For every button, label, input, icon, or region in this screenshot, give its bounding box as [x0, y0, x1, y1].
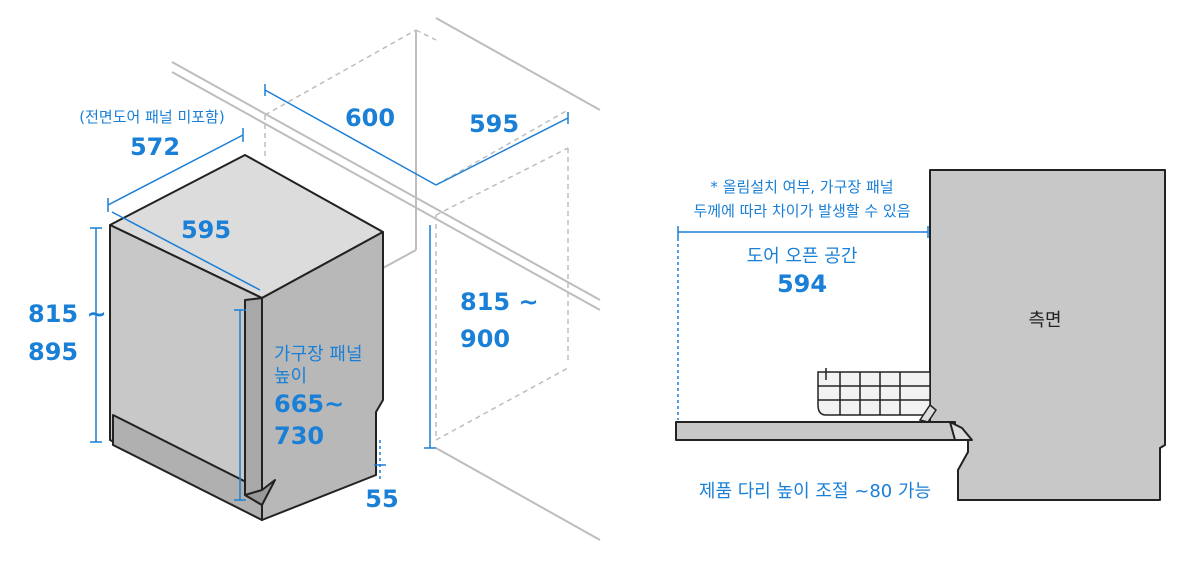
- door-hinge: [918, 403, 937, 423]
- install-note-line2: 두께에 따라 차이가 발생할 수 있음: [693, 202, 910, 220]
- door-open-space-value: 594: [777, 270, 827, 298]
- furniture-niche: [171, 17, 601, 541]
- right-dimension-lines: [677, 226, 929, 420]
- panel-height-value-line1: 665~: [274, 390, 344, 418]
- niche-dashed-outline: [264, 29, 569, 441]
- depth-572-label: 572: [130, 133, 180, 161]
- install-note-line1: * 올림설치 여부, 가구장 패널: [710, 178, 893, 196]
- niche-width-600-label: 600: [345, 104, 395, 132]
- niche-depth-595-label: 595: [469, 110, 519, 138]
- side-view-label: 측면: [1028, 310, 1061, 331]
- side-view-body: [929, 169, 1166, 501]
- left-dimension-lines: [90, 84, 569, 501]
- panel-height-caption-line2: 높이: [274, 366, 307, 387]
- side-view-door: [675, 421, 973, 441]
- leg-height-note: 제품 다리 높이 조절 ~80 가능: [699, 481, 931, 502]
- niche-height-label-line2: 900: [460, 325, 510, 353]
- panel-height-caption-line1: 가구장 패널: [274, 344, 363, 365]
- front-door-note: (전면도어 패널 미포함): [79, 108, 224, 126]
- top-width-595-label: 595: [181, 216, 231, 244]
- panel-height-value-line2: 730: [274, 422, 324, 450]
- dish-rack: [817, 368, 931, 416]
- height-label-line2: 895: [28, 338, 78, 366]
- door-open-space-label: 도어 오픈 공간: [747, 246, 858, 267]
- height-label-line1: 815 ~: [28, 300, 107, 328]
- dishwasher-3d: [109, 154, 384, 521]
- niche-height-label-line1: 815 ~: [460, 288, 539, 316]
- plinth-55-label: 55: [365, 485, 398, 513]
